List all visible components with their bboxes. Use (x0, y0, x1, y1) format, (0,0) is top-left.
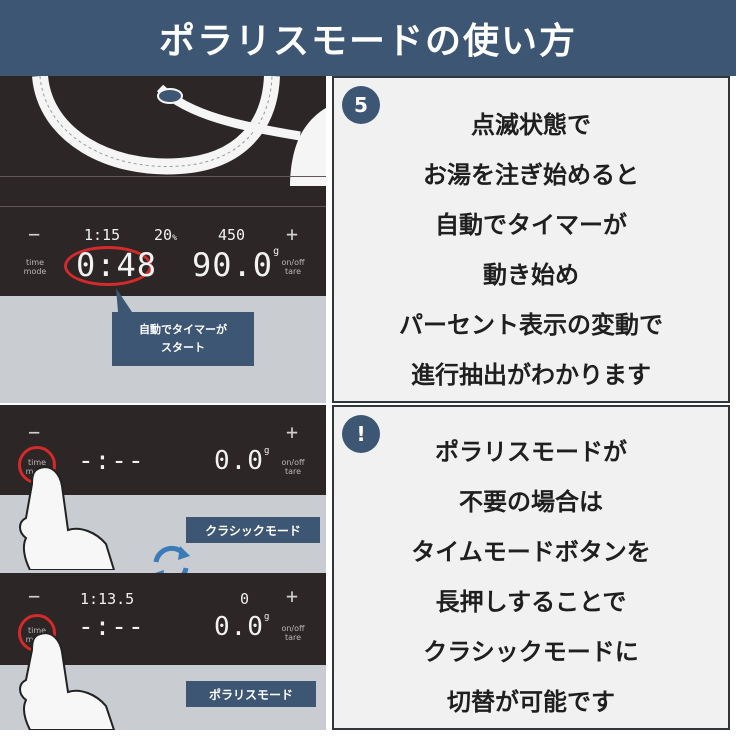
target-weight: 450 (218, 226, 246, 244)
finger-press-icon (19, 632, 116, 730)
target-weight: 0 (240, 590, 250, 608)
plus-button[interactable]: + (286, 222, 299, 246)
finger-press-icon (19, 466, 116, 570)
page-title: ポラリスモードの使い方 (158, 21, 577, 62)
step5-line: 点滅状態で (471, 111, 591, 139)
polaris-mode-label: ポラリスモード (186, 681, 316, 707)
classic-mode-label: クラシックモード (186, 517, 320, 543)
header-banner (0, 0, 736, 76)
plus-button[interactable]: + (286, 584, 299, 608)
step5-line: お湯を注ぎ始めると (423, 161, 639, 189)
device-edge (0, 206, 326, 207)
weight-display: 90.0g (192, 246, 281, 284)
note-line: タイムモードボタンを (411, 538, 651, 566)
note-line: 切替が可能です (447, 688, 615, 716)
timer-highlight-ring (64, 246, 152, 286)
timer-display: -:-- (78, 446, 145, 476)
note-line: 長押しすることで (435, 588, 627, 616)
timer-display: 0:48 (76, 246, 158, 284)
step5-card: 5 点滅状態で お湯を注ぎ始めると 自動でタイマーが 動き始め パーセント表示の… (332, 76, 730, 403)
minus-button[interactable]: − (28, 222, 41, 246)
step-number-badge: 5 (342, 86, 380, 124)
step5-line: 自動でタイマーが (435, 211, 627, 239)
note-line: クラシックモードに (423, 638, 639, 666)
info-badge-icon: ! (342, 415, 380, 453)
plus-button[interactable]: + (286, 420, 299, 444)
note-line: ポラリスモードが (435, 438, 627, 466)
device-edge (0, 176, 326, 177)
target-time: 1:15 (84, 226, 121, 244)
note-card: ! ポラリスモードが 不要の場合は タイムモードボタンを 長押しすることで クラ… (332, 405, 730, 730)
minus-button[interactable]: − (28, 420, 41, 444)
percent-value: 20% (154, 226, 177, 244)
weight-display: 0.0g (214, 612, 271, 642)
kettle-icon (32, 76, 326, 186)
step5-line: パーセント表示の変動で (399, 311, 663, 339)
target-time: 1:13.5 (80, 590, 135, 608)
callout-pointer-icon (116, 288, 132, 312)
timer-display: -:-- (78, 612, 145, 642)
weight-display: 0.0g (214, 446, 271, 476)
auto-start-callout: 自動でタイマーが スタート (112, 312, 254, 366)
step5-line: 動き始め (483, 261, 579, 289)
minus-button[interactable]: − (28, 584, 41, 608)
step5-line: 進行抽出がわかります (411, 361, 651, 389)
note-line: 不要の場合は (459, 488, 603, 516)
